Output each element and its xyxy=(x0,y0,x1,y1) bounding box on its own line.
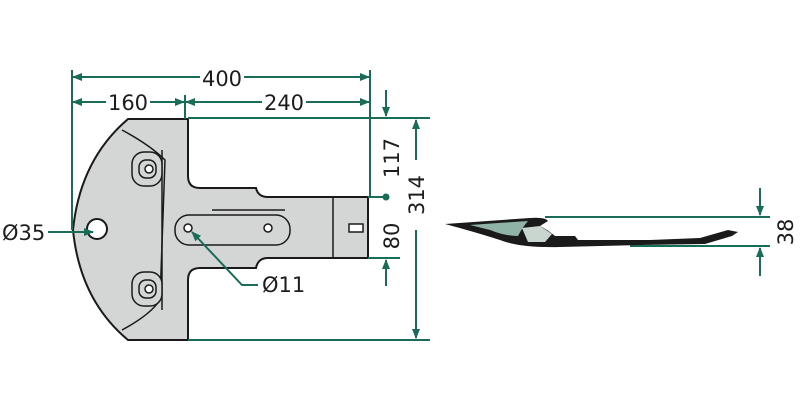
blade-side-view xyxy=(445,217,738,248)
mount-boss-top xyxy=(131,151,163,187)
blade-top-view xyxy=(71,118,369,341)
plate-outline xyxy=(71,118,369,341)
dim-head-length: 160 xyxy=(108,91,148,115)
slot xyxy=(348,223,364,233)
large-hole xyxy=(86,218,108,240)
dim-overall-length: 400 xyxy=(202,67,242,91)
dim-overall-width: 314 xyxy=(405,175,429,215)
dim-small-hole: Ø11 xyxy=(262,273,305,297)
dim-large-hole: Ø35 xyxy=(2,221,45,245)
stem-rib xyxy=(174,214,291,246)
dim-thickness: 38 xyxy=(774,219,798,246)
dim-stem-width: 80 xyxy=(380,223,404,250)
mount-boss-bottom xyxy=(131,271,163,307)
label-background xyxy=(106,91,150,113)
dim-offset: 117 xyxy=(380,138,404,178)
label-background xyxy=(200,66,244,88)
label-background xyxy=(262,91,306,113)
dim-stem-length: 240 xyxy=(264,91,304,115)
rib-hole xyxy=(263,223,273,233)
reference-dot xyxy=(382,193,390,201)
small-hole xyxy=(183,223,193,233)
